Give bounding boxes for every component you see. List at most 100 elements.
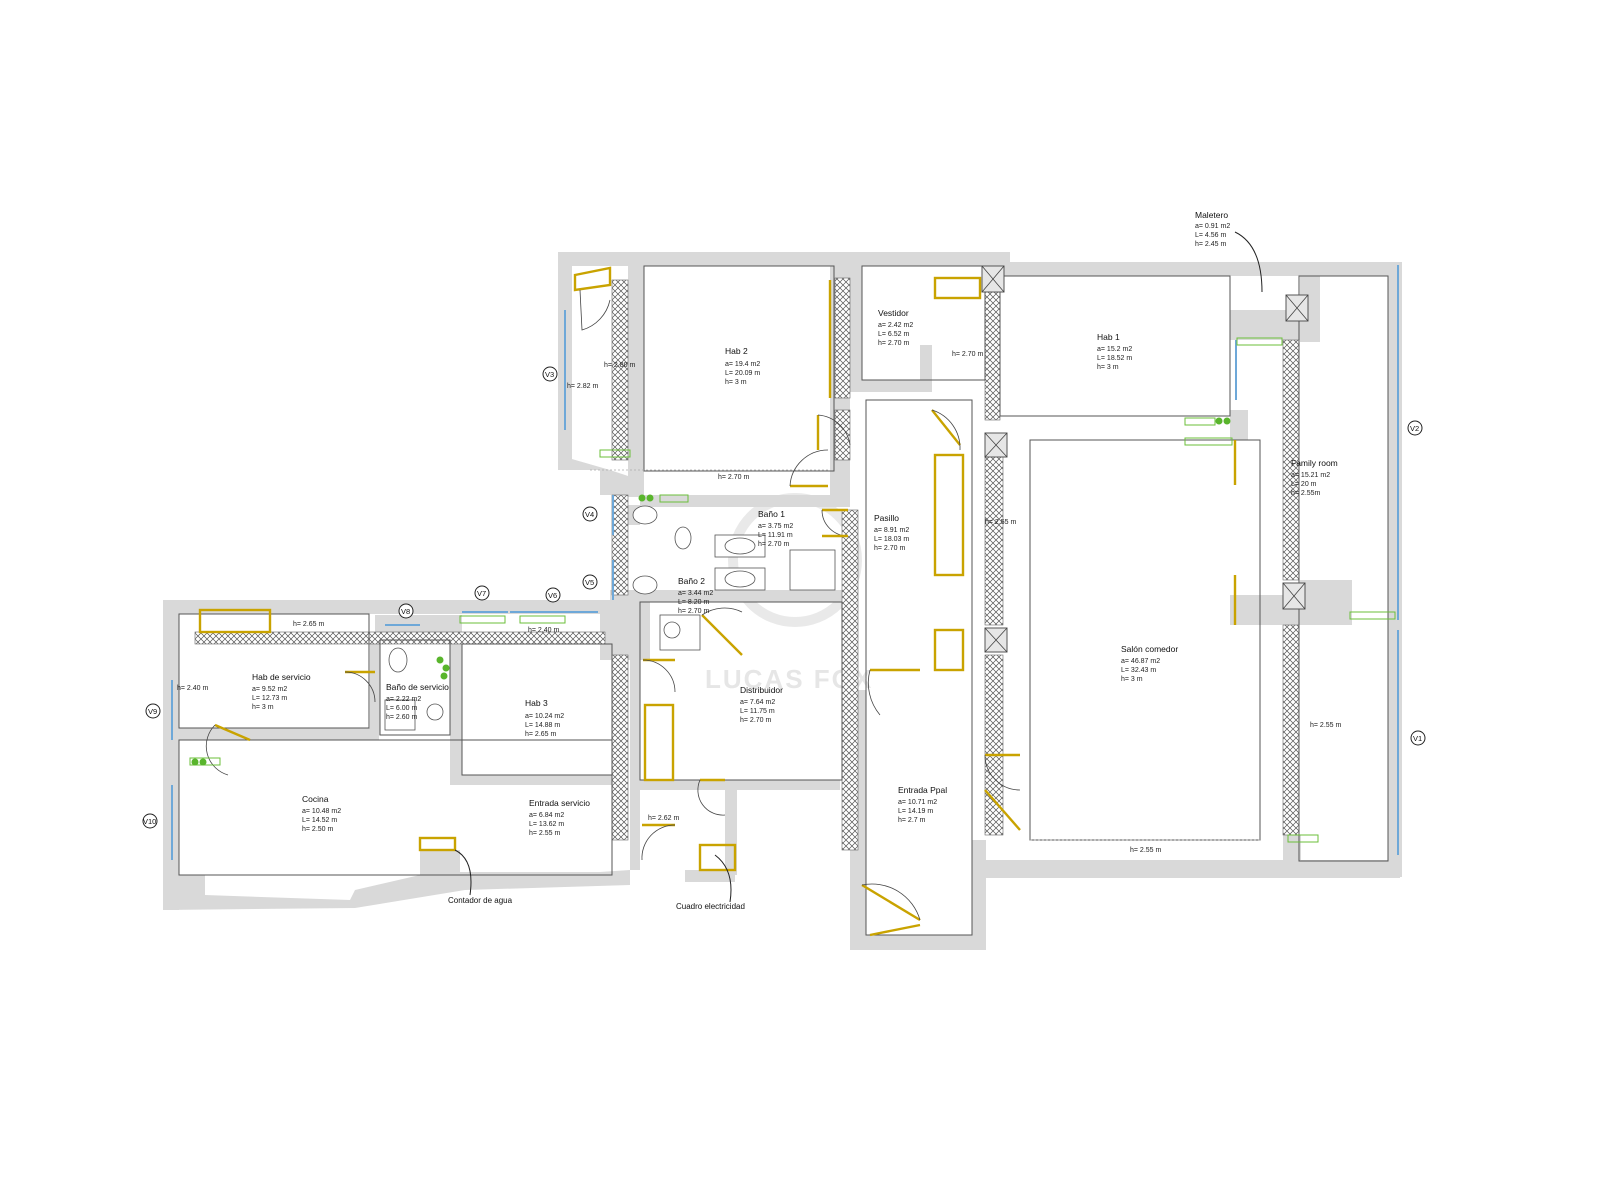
room-name: Hab 2	[725, 346, 748, 356]
shaft-5	[984, 627, 1008, 653]
room-perimeter: L= 32.43 m	[1121, 667, 1156, 674]
room-name: Salón comedor	[1121, 644, 1178, 654]
door-hab3	[697, 778, 726, 816]
room-vestidor: Vestidor a= 2.42 m2 L= 6.52 m h= 2.70 m	[878, 308, 913, 347]
door-distrib-pasillo	[867, 668, 920, 716]
room-perimeter: L= 20 m	[1291, 481, 1317, 488]
room-name: Family room	[1291, 458, 1338, 468]
wardrobe-distribuidor	[643, 703, 675, 782]
door-pasillo	[931, 409, 961, 451]
room-area: a= 19.4 m2	[725, 361, 760, 368]
svg-text:V7: V7	[477, 589, 486, 598]
room-area: a= 3.75 m2	[758, 523, 793, 530]
room-cocina: Cocina a= 10.48 m2 L= 14.52 m h= 2.50 m	[302, 794, 341, 833]
height-label: h= 2.70 m	[952, 351, 983, 358]
room-banoserv: Baño de servicio a= 2.22 m2 L= 6.00 m h=…	[386, 682, 449, 721]
room-area: a= 8.91 m2	[874, 527, 909, 534]
shafts	[981, 265, 1309, 653]
room-hab3: Hab 3 a= 10.24 m2 L= 14.88 m h= 2.65 m	[525, 698, 564, 738]
sink-banoserv	[384, 699, 416, 731]
marker-v2: V2	[1407, 420, 1423, 436]
height-label: h= 2.40 m	[528, 627, 559, 634]
room-height: h= 2.70 m	[874, 545, 905, 552]
room-name: Hab 3	[525, 698, 548, 708]
room-bano1: Baño 1 a= 3.75 m2 L= 11.91 m h= 2.70 m	[758, 509, 793, 548]
height-label: h= 2.40 m	[177, 685, 208, 692]
windows	[171, 265, 1399, 860]
room-name: Cocina	[302, 794, 329, 804]
room-name: Hab de servicio	[252, 672, 311, 682]
room-name: Vestidor	[878, 308, 909, 318]
room-area: a= 9.52 m2	[252, 686, 287, 693]
wardrobe-pasillo	[933, 453, 965, 577]
room-perimeter: L= 14.88 m	[525, 722, 560, 729]
shaft-3	[1282, 582, 1306, 610]
bidet-bano1	[674, 526, 692, 550]
height-label: h= 2.70 m	[718, 474, 749, 481]
note-text: Contador de agua	[448, 896, 513, 905]
marker-v1: V1	[1410, 730, 1426, 746]
height-label: h= 2.82 m	[567, 383, 598, 390]
room-area: a= 10.71 m2	[898, 799, 937, 806]
marker-v3: V3	[542, 366, 558, 382]
room-perimeter: L= 6.52 m	[878, 331, 909, 338]
room-perimeter: L= 11.75 m	[740, 708, 775, 715]
room-perimeter: L= 20.09 m	[725, 370, 760, 377]
room-bano2: Baño 2 a= 3.44 m2 L= 8.20 m h= 2.70 m	[678, 576, 713, 615]
door-cocina	[205, 723, 251, 776]
svg-text:V3: V3	[545, 370, 554, 379]
room-distribuidor: Distribuidor a= 7.64 m2 L= 11.75 m h= 2.…	[740, 685, 783, 724]
room-perimeter: L= 18.03 m	[874, 536, 909, 543]
room-name: Maletero	[1195, 210, 1228, 220]
room-name: Hab 1	[1097, 332, 1120, 342]
room-entradaserv: Entrada servicio a= 6.84 m2 L= 13.62 m h…	[529, 798, 590, 837]
room-height: h= 2.60 m	[386, 714, 417, 721]
shaft-4	[984, 432, 1008, 458]
height-label: h= 2.55 m	[1310, 722, 1341, 729]
height-label: h= 2.55 m	[1130, 847, 1161, 854]
room-height: h= 2.70 m	[740, 717, 771, 724]
room-area: a= 46.87 m2	[1121, 658, 1160, 665]
room-area: a= 2.42 m2	[878, 322, 913, 329]
room-area: a= 10.48 m2	[302, 808, 341, 815]
shaft-1	[981, 265, 1005, 293]
room-habserv: Hab de servicio a= 9.52 m2 L= 12.73 m h=…	[252, 672, 311, 711]
room-maletero: Maletero a= 0.91 m2 L= 4.56 m h= 2.45 m	[1195, 210, 1230, 248]
room-perimeter: L= 18.52 m	[1097, 355, 1132, 362]
door-vestidor	[816, 414, 851, 450]
room-area: a= 0.91 m2	[1195, 223, 1230, 230]
room-name: Baño de servicio	[386, 682, 449, 692]
toilet-bano1	[632, 505, 658, 525]
shaft-2	[1285, 294, 1309, 322]
room-perimeter: L= 8.20 m	[678, 599, 709, 606]
room-perimeter: L= 6.00 m	[386, 705, 417, 712]
svg-text:V1: V1	[1413, 734, 1422, 743]
svg-text:V9: V9	[148, 707, 157, 716]
door-service-entry	[641, 823, 676, 861]
door-habserv	[344, 670, 376, 703]
door-hab2-closet	[573, 266, 612, 331]
room-height: h= 2.45 m	[1195, 241, 1226, 248]
svg-text:V6: V6	[548, 591, 557, 600]
marker-v7: V7	[474, 585, 490, 601]
room-area: a= 15.21 m2	[1291, 472, 1330, 479]
room-height: h= 2.70 m	[678, 608, 709, 615]
room-height: h= 2.55m	[1291, 490, 1321, 497]
height-label: h= 2.80 m	[604, 362, 635, 369]
window-markers: V1 V2 V3 V4 V5 V6 V7 V8 V9 V10	[142, 366, 1426, 829]
door-entrance	[861, 883, 921, 937]
room-outlines	[178, 265, 1389, 936]
room-height: h= 2.70 m	[878, 340, 909, 347]
room-name: Baño 2	[678, 576, 705, 586]
toilet-banoserv	[388, 647, 408, 673]
room-hab1: Hab 1 a= 15.2 m2 L= 18.52 m h= 3 m	[1097, 332, 1132, 371]
room-hab2: Hab 2 a= 19.4 m2 L= 20.09 m h= 3 m	[725, 346, 760, 386]
room-height: h= 2.50 m	[302, 826, 333, 833]
room-height: h= 2.7 m	[898, 817, 926, 824]
height-label: h= 2.65 m	[293, 621, 324, 628]
room-perimeter: L= 14.19 m	[898, 808, 933, 815]
room-entrada: Entrada Ppal a= 10.71 m2 L= 14.19 m h= 2…	[898, 785, 947, 824]
height-annotations: h= 2.80 m h= 2.82 m h= 2.70 m h= 2.70 m …	[177, 351, 1341, 854]
doors	[198, 266, 1237, 937]
